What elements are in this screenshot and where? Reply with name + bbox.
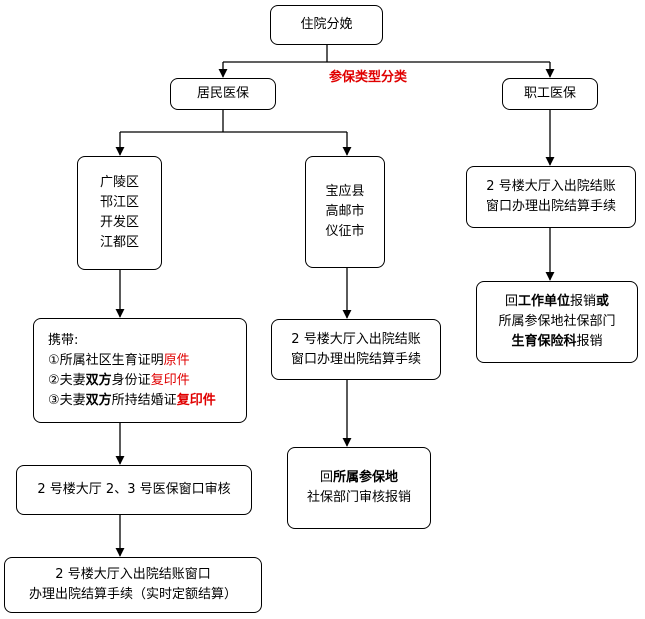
bring-item-1: ①所属社区生育证明原件	[48, 352, 190, 368]
settle-c-line1: 2 号楼大厅入出院结账	[486, 179, 616, 194]
bring-title: 携带:	[48, 332, 79, 348]
district-a-1: 广陵区	[99, 175, 139, 190]
node-return-c: 回工作单位报销或 所属参保地社保部门 生育保险科报销	[476, 281, 638, 363]
bring-item-3: ③夫妻双方所持结婚证复印件	[48, 392, 216, 408]
district-b-1: 宝应县	[325, 184, 365, 199]
return-b-line2: 社保部门审核报销	[306, 490, 411, 505]
node-root: 住院分娩	[270, 5, 383, 45]
return-b-line1: 回所属参保地	[319, 470, 399, 485]
node-bring: 携带: ①所属社区生育证明原件 ②夫妻双方身份证复印件 ③夫妻双方所持结婚证复印…	[33, 318, 247, 423]
district-a-4: 江都区	[99, 235, 139, 250]
node-districts-a: 广陵区 邗江区 开发区 江都区	[77, 156, 162, 270]
district-b-3: 仪征市	[325, 224, 365, 239]
node-resident: 居民医保	[170, 78, 276, 110]
district-a-2: 邗江区	[99, 195, 139, 210]
settle-a-line2: 办理出院结算手续（实时定额结算）	[28, 587, 237, 602]
node-return-b: 回所属参保地 社保部门审核报销	[287, 447, 431, 529]
settle-b-line1: 2 号楼大厅入出院结账	[291, 331, 421, 347]
node-root-text: 住院分娩	[300, 17, 353, 32]
node-settle-c: 2 号楼大厅入出院结账 窗口办理出院结算手续	[466, 166, 636, 228]
district-a-3: 开发区	[99, 215, 139, 230]
return-c-line1: 回工作单位报销或	[504, 294, 610, 309]
settle-b-line2: 窗口办理出院结算手续	[290, 351, 421, 367]
node-employee-text: 职工医保	[523, 86, 576, 101]
node-districts-b: 宝应县 高邮市 仪征市	[305, 156, 385, 268]
node-settle-b: 2 号楼大厅入出院结账 窗口办理出院结算手续	[271, 319, 441, 380]
return-c-line3: 生育保险科报销	[511, 334, 603, 349]
category-label: 参保类型分类	[329, 70, 408, 85]
settle-c-line2: 窗口办理出院结算手续	[485, 199, 616, 214]
district-b-2: 高邮市	[325, 204, 365, 219]
settle-a-line1: 2 号楼大厅入出院结账窗口	[55, 567, 211, 582]
node-resident-text: 居民医保	[196, 86, 249, 101]
review-text: 2 号楼大厅 2、3 号医保窗口审核	[37, 482, 231, 497]
node-settle-a: 2 号楼大厅入出院结账窗口 办理出院结算手续（实时定额结算）	[4, 557, 262, 613]
return-c-line2: 所属参保地社保部门	[498, 314, 616, 329]
node-review: 2 号楼大厅 2、3 号医保窗口审核	[16, 465, 252, 515]
bring-item-2: ②夫妻双方身份证复印件	[48, 372, 190, 388]
node-employee: 职工医保	[502, 78, 598, 110]
